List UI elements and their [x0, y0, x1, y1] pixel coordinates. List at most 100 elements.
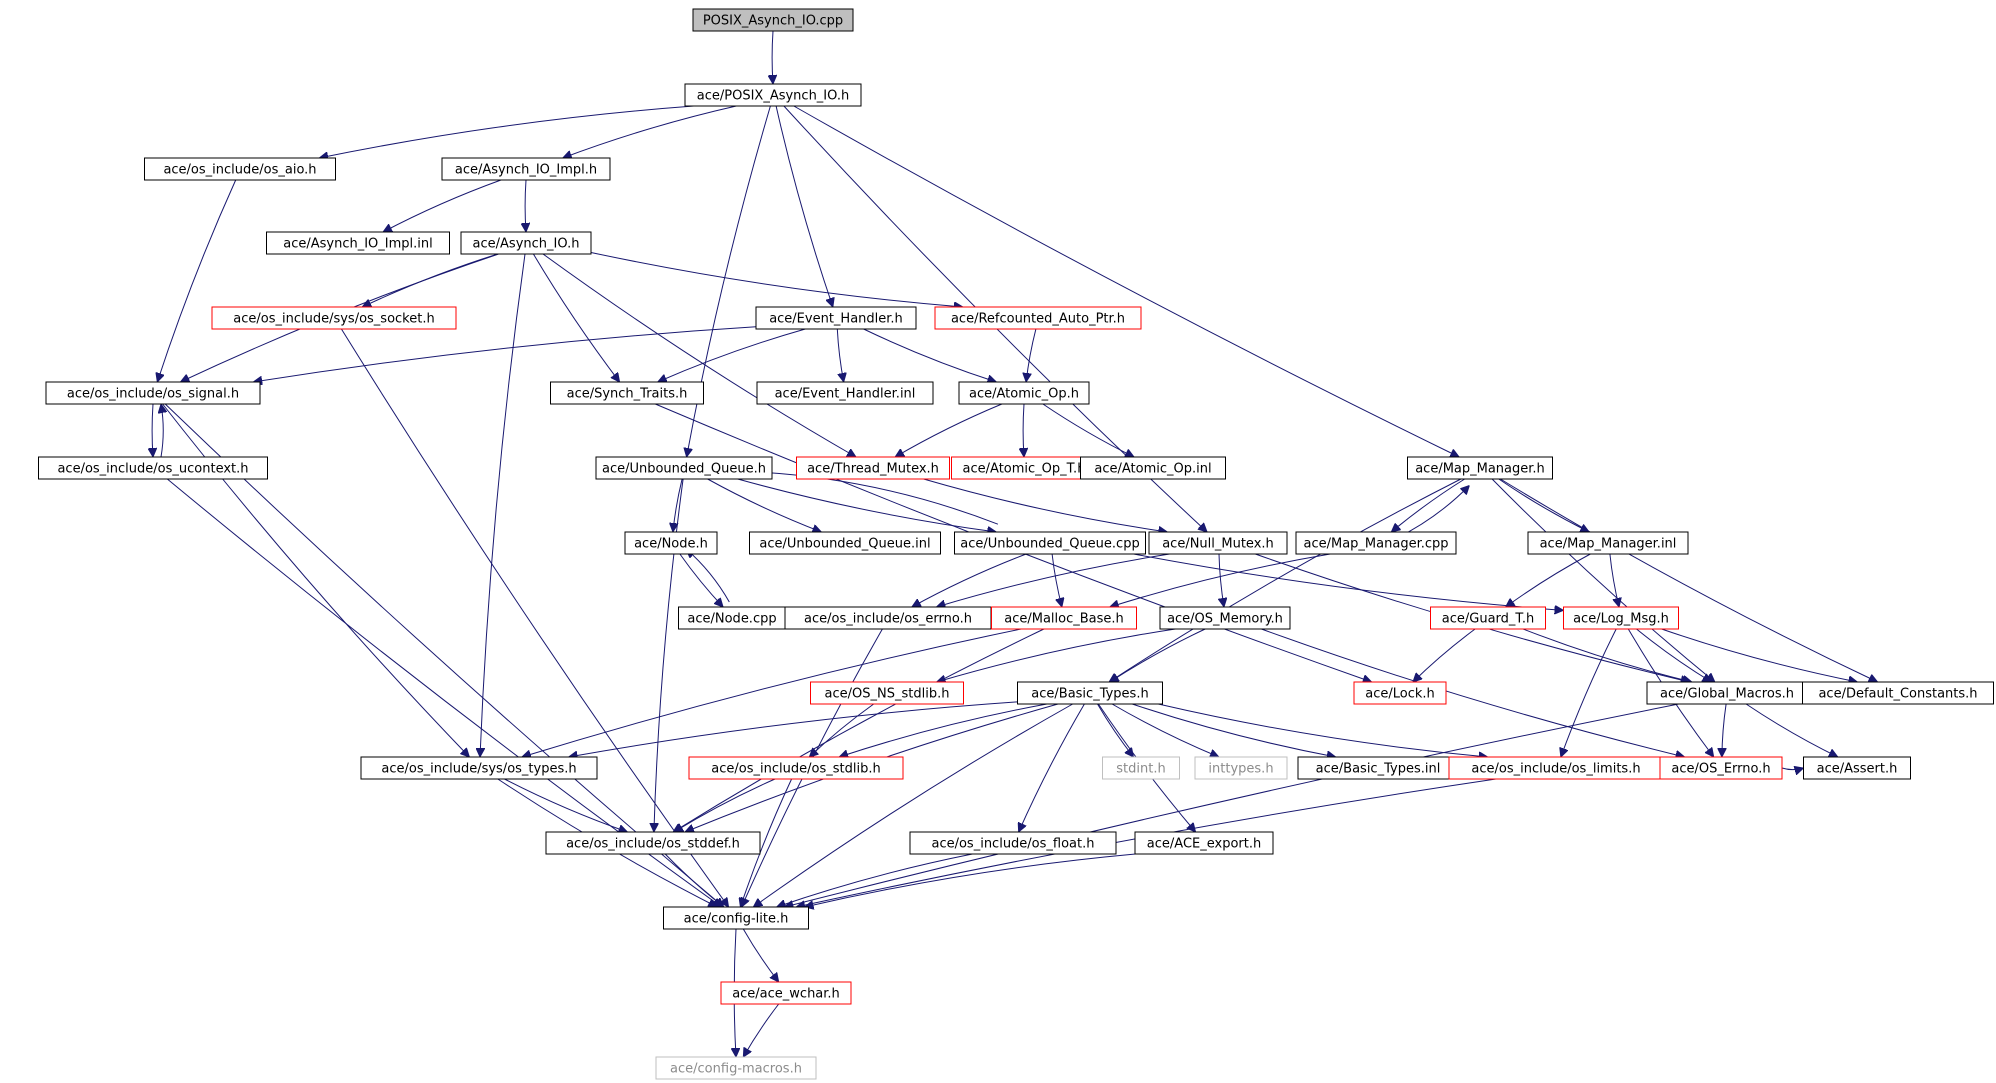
node-unbounded_queue_inl[interactable]: ace/Unbounded_Queue.inl: [749, 531, 941, 555]
node-box[interactable]: [1430, 606, 1546, 630]
node-box[interactable]: [1017, 681, 1163, 705]
node-inttypes_h[interactable]: inttypes.h: [1194, 756, 1288, 780]
node-asynch_io_impl_h[interactable]: ace/Asynch_IO_Impl.h: [441, 157, 611, 181]
node-box[interactable]: [663, 906, 809, 930]
node-asynch_io_impl_inl[interactable]: ace/Asynch_IO_Impl.inl: [266, 231, 450, 255]
node-config_lite_h[interactable]: ace/config-lite.h: [663, 906, 809, 930]
node-box[interactable]: [684, 83, 862, 107]
node-box[interactable]: [810, 681, 964, 705]
node-box[interactable]: [550, 381, 704, 405]
node-assert_h[interactable]: ace/Assert.h: [1803, 756, 1911, 780]
node-malloc_base_h[interactable]: ace/Malloc_Base.h: [991, 606, 1137, 630]
node-box[interactable]: [1295, 531, 1457, 555]
node-event_handler_h[interactable]: ace/Event_Handler.h: [755, 306, 917, 330]
node-box[interactable]: [45, 381, 261, 405]
node-box[interactable]: [1102, 756, 1180, 780]
node-ace_wchar_h[interactable]: ace/ace_wchar.h: [720, 981, 852, 1005]
node-stdint_h[interactable]: stdint.h: [1102, 756, 1180, 780]
node-thread_mutex_h[interactable]: ace/Thread_Mutex.h: [796, 456, 950, 480]
node-box[interactable]: [38, 456, 268, 480]
node-map_manager_inl[interactable]: ace/Map_Manager.inl: [1527, 531, 1689, 555]
node-os_float_h[interactable]: ace/os_include/os_float.h: [909, 831, 1117, 855]
node-unbounded_queue_cpp[interactable]: ace/Unbounded_Queue.cpp: [954, 531, 1146, 555]
node-box[interactable]: [720, 981, 852, 1005]
edge-map_manager_h-to-basic_types_h: [1109, 478, 1462, 682]
node-os_ucontext_h[interactable]: ace/os_include/os_ucontext.h: [38, 456, 268, 480]
node-box[interactable]: [991, 606, 1137, 630]
node-box[interactable]: [1659, 756, 1783, 780]
node-os_types_h[interactable]: ace/os_include/sys/os_types.h: [360, 756, 598, 780]
edge-root-to-posix_asynch_io_h: [772, 30, 773, 84]
node-guard_t_h[interactable]: ace/Guard_T.h: [1430, 606, 1546, 630]
node-box[interactable]: [360, 756, 598, 780]
node-box[interactable]: [692, 8, 854, 32]
node-global_macros_h[interactable]: ace/Global_Macros.h: [1646, 681, 1808, 705]
node-box[interactable]: [934, 306, 1142, 330]
node-basic_types_h[interactable]: ace/Basic_Types.h: [1017, 681, 1163, 705]
node-box[interactable]: [266, 231, 450, 255]
node-map_manager_h[interactable]: ace/Map_Manager.h: [1407, 456, 1553, 480]
edge-map_manager_h-to-default_constants_h: [1500, 478, 1877, 682]
node-box[interactable]: [1134, 831, 1274, 855]
node-box[interactable]: [954, 531, 1146, 555]
node-node_h[interactable]: ace/Node.h: [624, 531, 718, 555]
node-box[interactable]: [1080, 456, 1226, 480]
node-box[interactable]: [624, 531, 718, 555]
node-log_msg_h[interactable]: ace/Log_Msg.h: [1563, 606, 1679, 630]
node-os_limits_h[interactable]: ace/os_include/os_limits.h: [1448, 756, 1664, 780]
node-box[interactable]: [688, 756, 904, 780]
node-box[interactable]: [756, 381, 934, 405]
node-os_memory_h[interactable]: ace/OS_Memory.h: [1159, 606, 1291, 630]
node-box[interactable]: [460, 231, 592, 255]
node-refcounted_auto_ptr_h[interactable]: ace/Refcounted_Auto_Ptr.h: [934, 306, 1142, 330]
node-box[interactable]: [1159, 606, 1291, 630]
node-posix_asynch_io_h[interactable]: ace/POSIX_Asynch_IO.h: [684, 83, 862, 107]
node-atomic_op_h[interactable]: ace/Atomic_Op.h: [958, 381, 1090, 405]
node-node_cpp[interactable]: ace/Node.cpp: [678, 606, 786, 630]
node-box[interactable]: [655, 1056, 817, 1080]
node-box[interactable]: [1407, 456, 1553, 480]
node-asynch_io_h[interactable]: ace/Asynch_IO.h: [460, 231, 592, 255]
node-box[interactable]: [545, 831, 761, 855]
node-atomic_op_t_h[interactable]: ace/Atomic_Op_T.h: [951, 456, 1097, 480]
node-box[interactable]: [1803, 756, 1911, 780]
node-map_manager_cpp[interactable]: ace/Map_Manager.cpp: [1295, 531, 1457, 555]
node-os_errno_ace_h[interactable]: ace/OS_Errno.h: [1659, 756, 1783, 780]
node-ace_export_h[interactable]: ace/ACE_export.h: [1134, 831, 1274, 855]
node-basic_types_inl[interactable]: ace/Basic_Types.inl: [1297, 756, 1459, 780]
node-box[interactable]: [909, 831, 1117, 855]
node-box[interactable]: [749, 531, 941, 555]
node-os_stdlib_h[interactable]: ace/os_include/os_stdlib.h: [688, 756, 904, 780]
node-box[interactable]: [1527, 531, 1689, 555]
node-box[interactable]: [441, 157, 611, 181]
node-os_stddef_h[interactable]: ace/os_include/os_stddef.h: [545, 831, 761, 855]
node-os_aio_h[interactable]: ace/os_include/os_aio.h: [144, 157, 336, 181]
node-box[interactable]: [796, 456, 950, 480]
node-box[interactable]: [1353, 681, 1447, 705]
node-os_socket_h[interactable]: ace/os_include/sys/os_socket.h: [211, 306, 457, 330]
edge-os_signal_h-to-os_ucontext_h: [152, 403, 153, 457]
node-lock_h[interactable]: ace/Lock.h: [1353, 681, 1447, 705]
node-unbounded_queue_h[interactable]: ace/Unbounded_Queue.h: [595, 456, 773, 480]
node-null_mutex_h[interactable]: ace/Null_Mutex.h: [1148, 531, 1288, 555]
node-box[interactable]: [1148, 531, 1288, 555]
node-label: ace/os_include/sys/os_socket.h: [233, 312, 434, 327]
node-config_macros_h[interactable]: ace/config-macros.h: [655, 1056, 817, 1080]
node-os_ns_stdlib_h[interactable]: ace/OS_NS_stdlib.h: [810, 681, 964, 705]
node-atomic_op_inl[interactable]: ace/Atomic_Op.inl: [1080, 456, 1226, 480]
node-box[interactable]: [1194, 756, 1288, 780]
node-box[interactable]: [1563, 606, 1679, 630]
node-label: ace/os_include/sys/os_types.h: [381, 762, 576, 777]
node-synch_traits_h[interactable]: ace/Synch_Traits.h: [550, 381, 704, 405]
node-root[interactable]: POSIX_Asynch_IO.cpp: [692, 8, 854, 32]
node-os_signal_h[interactable]: ace/os_include/os_signal.h: [45, 381, 261, 405]
node-box[interactable]: [958, 381, 1090, 405]
node-box[interactable]: [1802, 681, 1994, 705]
node-default_constants_h[interactable]: ace/Default_Constants.h: [1802, 681, 1994, 705]
node-box[interactable]: [144, 157, 336, 181]
node-box[interactable]: [211, 306, 457, 330]
node-box[interactable]: [595, 456, 773, 480]
node-os_errno_h[interactable]: ace/os_include/os_errno.h: [784, 606, 992, 630]
node-box[interactable]: [755, 306, 917, 330]
node-event_handler_inl[interactable]: ace/Event_Handler.inl: [756, 381, 934, 405]
